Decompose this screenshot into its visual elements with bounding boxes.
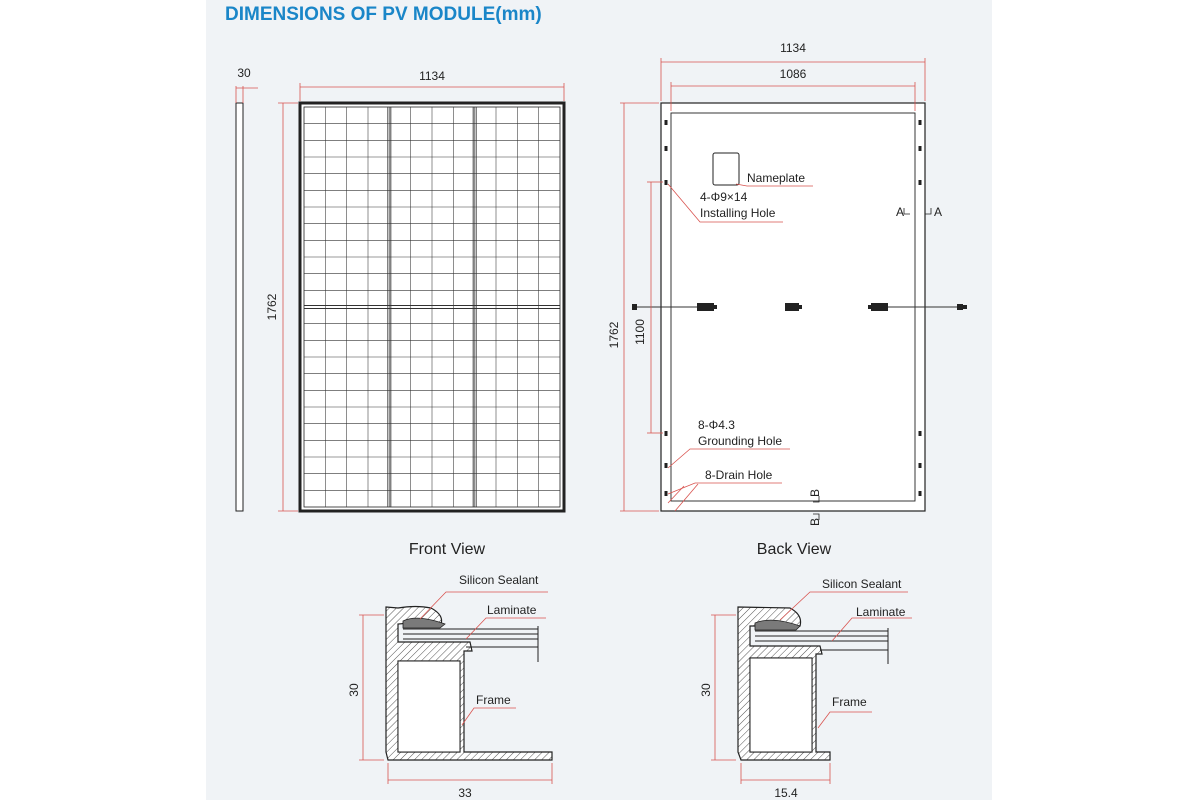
hole-marker — [664, 146, 668, 151]
section-a-width-label: 33 — [458, 786, 472, 800]
back-view-dimensions — [620, 58, 926, 512]
frame-a-hollow — [397, 660, 461, 753]
front-width-label: 1134 — [419, 69, 445, 83]
section-b-height-label: 30 — [699, 683, 713, 697]
section-a-right-marker — [925, 208, 932, 215]
side-thickness-label: 30 — [237, 66, 251, 80]
side-view-frame — [235, 102, 244, 512]
grounding-hole-marker — [918, 431, 922, 436]
section-b-top-label: B — [808, 489, 822, 497]
drain-hole-marker — [918, 491, 922, 496]
section-b-dimensions — [711, 591, 912, 784]
nameplate-label: Nameplate — [747, 171, 805, 185]
side-thickness-dimension — [235, 86, 258, 103]
section-a-sealant-label: Silicon Sealant — [459, 573, 539, 587]
cell-grid — [304, 107, 560, 507]
installing-hole-label: Installing Hole — [700, 206, 776, 220]
page-title: DIMENSIONS OF PV MODULE(mm) — [225, 4, 542, 25]
section-a-frame-label: Frame — [476, 693, 511, 707]
installing-hole-marker — [664, 180, 668, 185]
side-view: 30 — [235, 66, 258, 512]
sealant-b — [754, 619, 801, 631]
back-view-caption: Back View — [757, 541, 832, 558]
section-a-height-label: 30 — [347, 683, 361, 697]
installing-hole-spec: 4-Φ9×14 — [700, 190, 748, 204]
junction-boxes — [632, 303, 967, 311]
back-height-label: 1762 — [607, 321, 621, 348]
back-view-holes — [664, 120, 922, 496]
frame-b-hollow — [749, 657, 813, 753]
back-view-leaders — [667, 183, 813, 512]
section-b-bottom-label: B — [808, 518, 822, 526]
grounding-hole-marker — [664, 431, 668, 436]
back-outer-width-label: 1134 — [780, 41, 806, 55]
junction-box-left — [697, 303, 714, 311]
junction-box-middle — [785, 303, 799, 311]
front-width-dimension — [299, 83, 565, 101]
front-view-caption: Front View — [409, 541, 486, 558]
section-b-detail: Silicon Sealant Laminate Frame 30 15.4 — [699, 577, 912, 800]
connector-left — [632, 304, 637, 310]
junction-box-right — [871, 303, 888, 311]
section-b-width-label: 15.4 — [774, 786, 798, 800]
section-b-bottom-marker — [813, 513, 820, 520]
section-b-laminate-label: Laminate — [856, 605, 906, 619]
grounding-hole-spec: 8-Φ4.3 — [698, 418, 735, 432]
grounding-hole-label: Grounding Hole — [698, 434, 782, 448]
section-b-frame-label: Frame — [832, 695, 867, 709]
section-a-right-label: A — [934, 205, 942, 219]
hole-marker — [918, 120, 922, 125]
section-a-left-marker — [903, 208, 910, 215]
drain-hole-marker — [664, 463, 668, 468]
sealant-a — [402, 617, 446, 629]
section-a-detail: Silicon Sealant Laminate Frame 30 33 — [347, 573, 553, 800]
hole-marker — [918, 146, 922, 151]
section-a-dimensions — [359, 591, 553, 784]
front-view: 1134 1762 Front View — [265, 69, 566, 558]
nameplate-box — [712, 152, 740, 186]
drain-hole-marker — [664, 491, 668, 496]
installing-hole-marker — [918, 180, 922, 185]
front-height-dimension — [278, 102, 298, 512]
drain-hole-label: 8-Drain Hole — [705, 468, 773, 482]
section-b-top-marker — [813, 496, 820, 503]
hole-marker — [664, 120, 668, 125]
back-inner-width-label: 1086 — [780, 67, 807, 81]
hole-spacing-label: 1100 — [633, 319, 647, 345]
back-view: 1134 1086 1762 1100 Nameplate 4-Φ9×14 In… — [607, 41, 967, 558]
laminate-b — [755, 628, 889, 664]
connector-right — [957, 304, 963, 310]
drain-hole-marker — [918, 463, 922, 468]
section-a-left-label: A — [896, 205, 904, 219]
section-b-sealant-label: Silicon Sealant — [822, 577, 902, 591]
front-height-label: 1762 — [265, 293, 279, 320]
section-a-laminate-label: Laminate — [487, 603, 537, 617]
